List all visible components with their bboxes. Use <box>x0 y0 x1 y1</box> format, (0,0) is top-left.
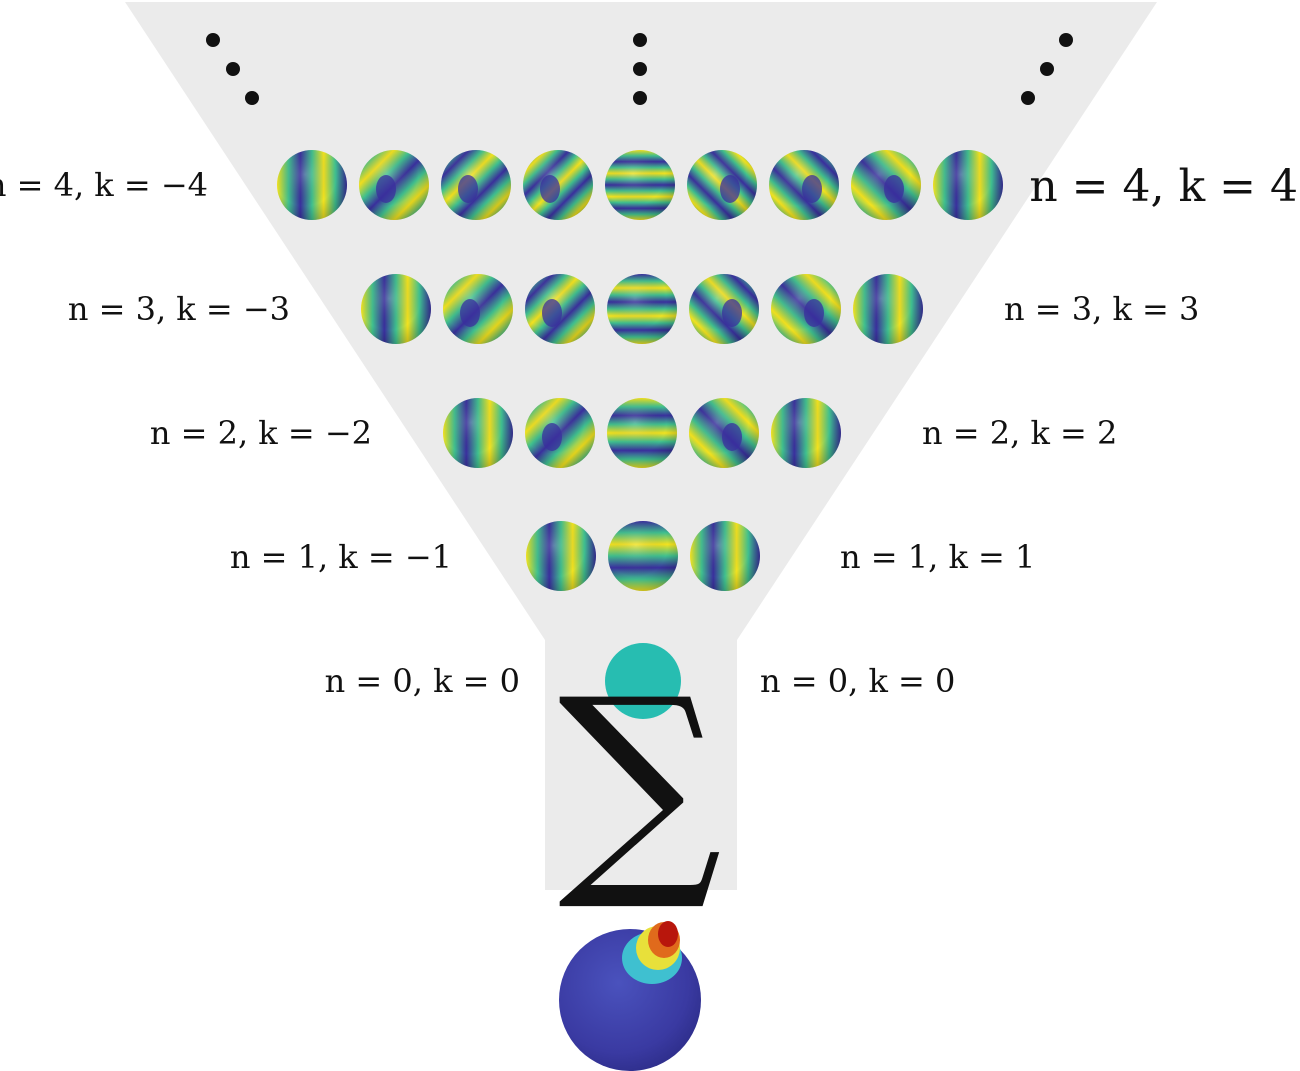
row-n3-right-label: n = 3, k = 3 <box>1004 290 1199 328</box>
harmonic-sphere-n2-k1 <box>689 398 759 468</box>
harmonic-spheres <box>277 150 1003 719</box>
harmonic-sphere-n0-k0 <box>605 643 681 719</box>
harmonic-sphere-n3-km3 <box>361 274 431 344</box>
harmonic-sphere-n4-km2 <box>441 150 511 220</box>
harmonic-sphere-n2-km2 <box>443 398 513 468</box>
harmonic-sphere-n4-km4 <box>277 150 347 220</box>
row-n1-right-label: n = 1, k = 1 <box>840 538 1035 576</box>
harmonic-sphere-n3-km2 <box>443 274 513 344</box>
row-labels: n = 4, k = −4 n = 4, k = 4 n = 3, k = −3… <box>0 161 1298 700</box>
harmonic-sphere-n2-k0 <box>607 398 677 468</box>
harmonic-sphere-n2-k2 <box>771 398 841 468</box>
row-n2-right-label: n = 2, k = 2 <box>922 414 1117 452</box>
row-n4-left-label: n = 4, k = −4 <box>0 166 208 204</box>
row-n1-left-label: n = 1, k = −1 <box>230 538 452 576</box>
harmonic-sphere-n4-k2 <box>769 150 839 220</box>
harmonic-sphere-n3-k0 <box>607 274 677 344</box>
harmonic-sphere-n3-k1 <box>689 274 759 344</box>
harmonic-sphere-n1-k0 <box>608 521 678 591</box>
harmonic-sphere-n3-k2 <box>771 274 841 344</box>
harmonic-sphere-n4-km3 <box>359 150 429 220</box>
row-n0-left-label: n = 0, k = 0 <box>325 662 520 700</box>
result-sphere-peak <box>622 921 682 984</box>
row-n3-left-label: n = 3, k = −3 <box>68 290 290 328</box>
harmonic-sphere-n1-k1 <box>690 521 760 591</box>
harmonic-sphere-n4-km1 <box>523 150 593 220</box>
harmonic-sphere-n3-km1 <box>525 274 595 344</box>
harmonic-sphere-n4-k4 <box>933 150 1003 220</box>
harmonic-sphere-n4-k1 <box>687 150 757 220</box>
row-n2-left-label: n = 2, k = −2 <box>150 414 372 452</box>
harmonic-sphere-n4-k0 <box>605 150 675 220</box>
harmonic-sphere-n4-k3 <box>851 150 921 220</box>
ellipsis-dots-icon <box>206 33 1073 105</box>
row-n0-right-label: n = 0, k = 0 <box>760 662 955 700</box>
row-n4-right-label: n = 4, k = 4 <box>1029 161 1298 212</box>
harmonic-sphere-n2-km1 <box>525 398 595 468</box>
harmonic-sphere-n3-k3 <box>853 274 923 344</box>
harmonic-sphere-n1-km1 <box>526 521 596 591</box>
watermark: 知乎 @拉格朗日L2 <box>944 998 1250 1039</box>
result-sphere <box>559 921 701 1071</box>
sigma-icon: ∑ <box>558 650 722 917</box>
